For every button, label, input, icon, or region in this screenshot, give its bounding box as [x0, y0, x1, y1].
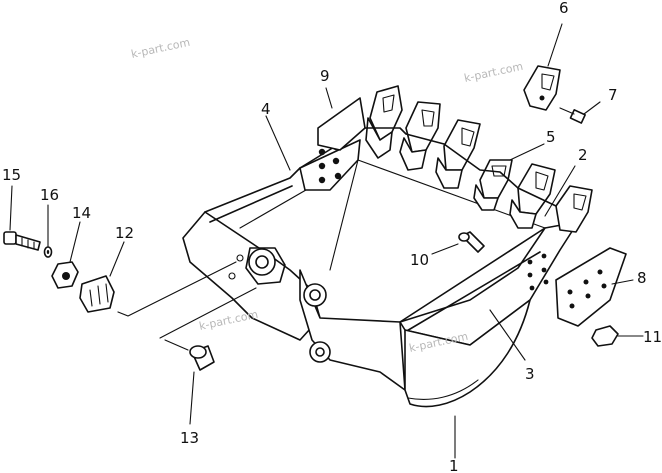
hex-nut [591, 325, 619, 347]
side-plate-left [299, 139, 361, 191]
callout-9: 9 [320, 67, 330, 85]
leader-lines [9, 23, 644, 459]
bucket-body [182, 127, 579, 408]
callout-3: 3 [525, 365, 535, 383]
nut-14 [51, 261, 79, 289]
callout-15: 15 [2, 166, 21, 184]
callout-14: 14 [72, 204, 91, 222]
callout-1: 1 [449, 457, 459, 473]
callout-5: 5 [546, 128, 556, 146]
corner-guard [317, 97, 366, 151]
callout-12: 12 [115, 224, 134, 242]
bushing-13 [189, 345, 215, 371]
callout-8: 8 [637, 269, 647, 287]
callout-11: 11 [643, 328, 662, 346]
bucket-teeth [364, 85, 593, 233]
assembly-lines [117, 261, 257, 351]
callout-10: 10 [410, 251, 429, 269]
tooth-bolt [559, 107, 586, 124]
watermark-3: k-part.com [198, 308, 259, 333]
pin-bolt-15 [3, 231, 41, 251]
callout-4: 4 [261, 100, 271, 118]
bolt-10 [458, 231, 485, 253]
callout-2: 2 [578, 146, 588, 164]
callout-6: 6 [559, 0, 569, 17]
side-plate-right-holes [527, 253, 549, 291]
bushing-12 [79, 275, 115, 313]
washer-16 [43, 246, 53, 258]
callout-13: 13 [180, 429, 199, 447]
callout-7: 7 [608, 86, 618, 104]
side-wear-plate [555, 247, 627, 327]
tooth-point [523, 65, 561, 111]
watermark-1: k-part.com [130, 36, 191, 61]
callout-16: 16 [40, 186, 59, 204]
watermark-2: k-part.com [463, 60, 524, 85]
